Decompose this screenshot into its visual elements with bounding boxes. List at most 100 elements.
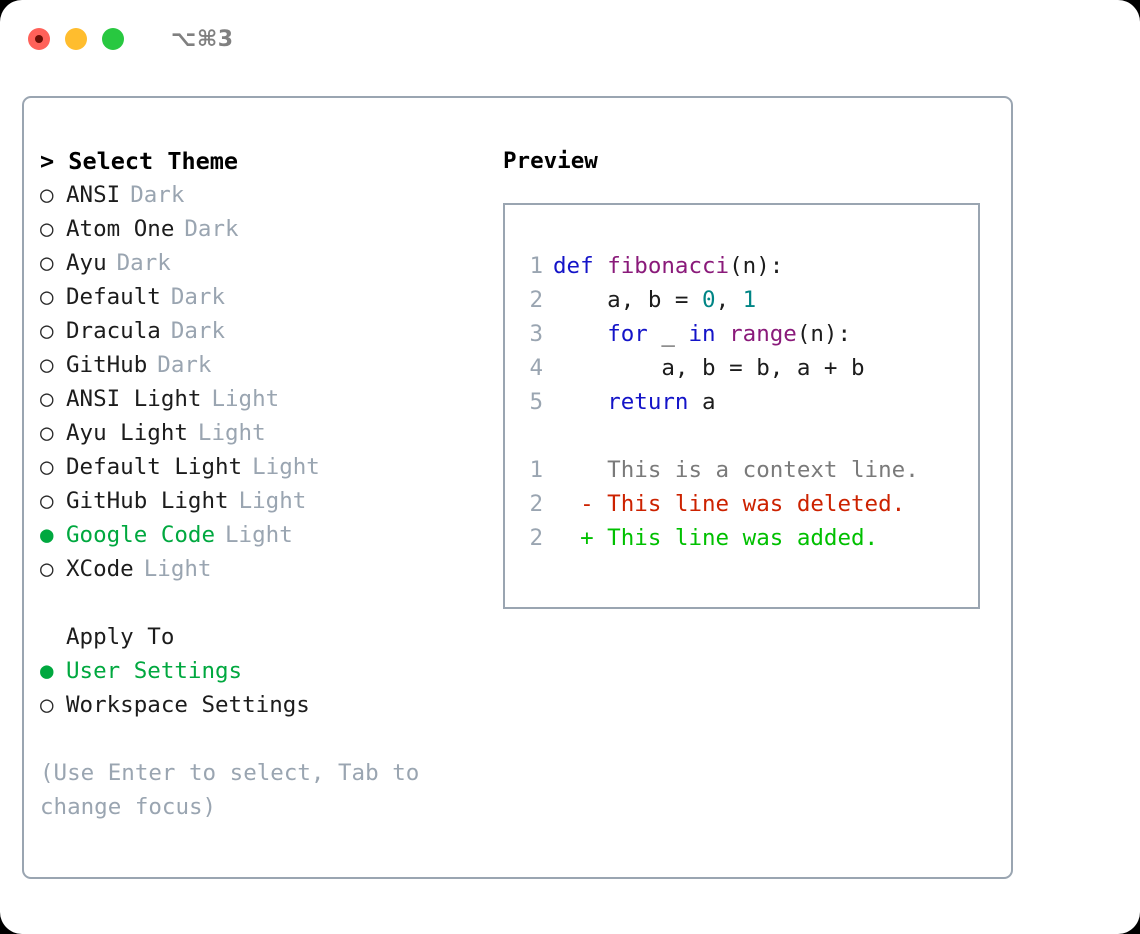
radio-unselected-icon[interactable]: ○ [40,386,54,412]
radio-unselected-icon[interactable]: ○ [40,318,54,344]
apply-to-option[interactable]: ● User Settings [40,654,500,688]
radio-unselected-icon[interactable]: ○ [40,182,54,208]
theme-list-item[interactable]: ○ Ayu Dark [40,246,500,280]
theme-list-item[interactable]: ○ Default Dark [40,280,500,314]
code-token: a, b = b, a + b [553,355,865,381]
code-token: (n): [796,321,852,347]
diff-line: 1 This is a context line. [505,453,978,487]
line-number: 2 [529,491,543,517]
code-token: return [607,389,689,415]
code-token [553,321,607,347]
theme-name: ANSI Light [66,386,202,412]
diff-line: 2 + This line was added. [505,521,978,555]
diff-sample: 1 This is a context line.2 - This line w… [505,453,978,555]
diff-text: - This line was deleted. [553,491,906,517]
line-number: 2 [529,525,543,551]
theme-list-item[interactable]: ○ ANSI Light Light [40,382,500,416]
theme-name: Default [66,284,161,310]
code-line: 2 a, b = 0, 1 [505,283,978,317]
theme-name: XCode [66,556,134,582]
page-title: > Select Theme [40,147,239,175]
title-bar: ⌥⌘3 [0,0,1140,78]
diff-line: 2 - This line was deleted. [505,487,978,521]
code-token: for [607,321,648,347]
code-token: 1 [742,287,757,313]
line-number: 2 [529,287,543,313]
maximize-button[interactable] [102,28,124,50]
code-token: _ [647,321,689,347]
code-token [553,389,607,415]
theme-variant-tag: Dark [170,284,226,310]
theme-variant-tag: Dark [184,216,239,242]
code-token: range [729,321,797,347]
code-token: def [553,253,608,279]
theme-list-item[interactable]: ○ Atom One Dark [40,212,500,246]
theme-name: Dracula [66,318,161,344]
apply-to-label: User Settings [66,658,243,684]
theme-list-item[interactable]: ○ Default Light Light [40,450,500,484]
theme-list-item[interactable]: ● Google Code Light [40,518,500,552]
apply-to-title: Apply To [66,624,175,650]
radio-unselected-icon[interactable]: ○ [40,420,54,446]
radio-unselected-icon[interactable]: ○ [40,250,54,276]
radio-unselected-icon[interactable]: ○ [40,488,54,514]
theme-name: Atom One [66,216,175,242]
theme-name: Ayu Light [66,420,188,446]
theme-variant-tag: Light [211,386,280,412]
theme-list-item[interactable]: ○ ANSI Dark [40,178,500,212]
code-token: in [688,321,716,347]
line-number: 3 [529,321,543,347]
apply-to-list: ● User Settings ○Workspace Settings [40,654,500,722]
theme-variant-tag: Dark [157,352,212,378]
close-icon [35,35,43,43]
diff-text: + This line was added. [553,525,879,551]
radio-unselected-icon[interactable]: ○ [40,454,54,480]
line-number: 4 [529,355,543,381]
radio-unselected-icon[interactable]: ○ [40,352,54,378]
theme-name: Google Code [66,522,216,548]
code-line: 5 return a [505,385,978,419]
theme-name: ANSI [66,182,121,208]
radio-selected-icon[interactable]: ● [40,522,54,548]
keyboard-hint: (Use Enter to select, Tab to change focu… [40,760,420,820]
code-token: fibonacci [607,253,730,279]
list-spacer [40,586,500,620]
code-token: (n): [729,253,784,279]
close-button[interactable] [28,28,50,50]
code-token: a [688,389,716,415]
theme-variant-tag: Dark [130,182,185,208]
radio-unselected-icon[interactable]: ○ [40,556,54,582]
theme-variant-tag: Dark [116,250,171,276]
theme-name: Ayu [66,250,107,276]
line-number: 5 [529,389,543,415]
code-token: 0 [702,287,716,313]
theme-variant-tag: Light [225,522,293,548]
code-line: 3 for _ in range(n): [505,317,978,351]
diff-text: This is a context line. [553,457,919,483]
minimize-button[interactable] [65,28,87,50]
line-number: 1 [529,457,543,483]
theme-variant-tag: Light [238,488,307,514]
radio-unselected-icon[interactable]: ○ [40,284,54,310]
apply-to-option[interactable]: ○Workspace Settings [40,688,500,722]
window-controls [28,28,124,50]
radio-unselected-icon[interactable]: ○ [40,216,54,242]
radio-selected-icon[interactable]: ● [40,658,54,684]
theme-list-item[interactable]: ○ Ayu Light Light [40,416,500,450]
theme-list-item[interactable]: ○ Dracula Dark [40,314,500,348]
theme-variant-tag: Dark [170,318,226,344]
theme-variant-tag: Light [197,420,266,446]
line-number: 1 [529,253,543,279]
theme-variant-tag: Light [252,454,320,480]
code-line: 4 a, b = b, a + b [505,351,978,385]
theme-name: Default Light [66,454,243,480]
radio-unselected-icon[interactable]: ○ [40,692,54,718]
